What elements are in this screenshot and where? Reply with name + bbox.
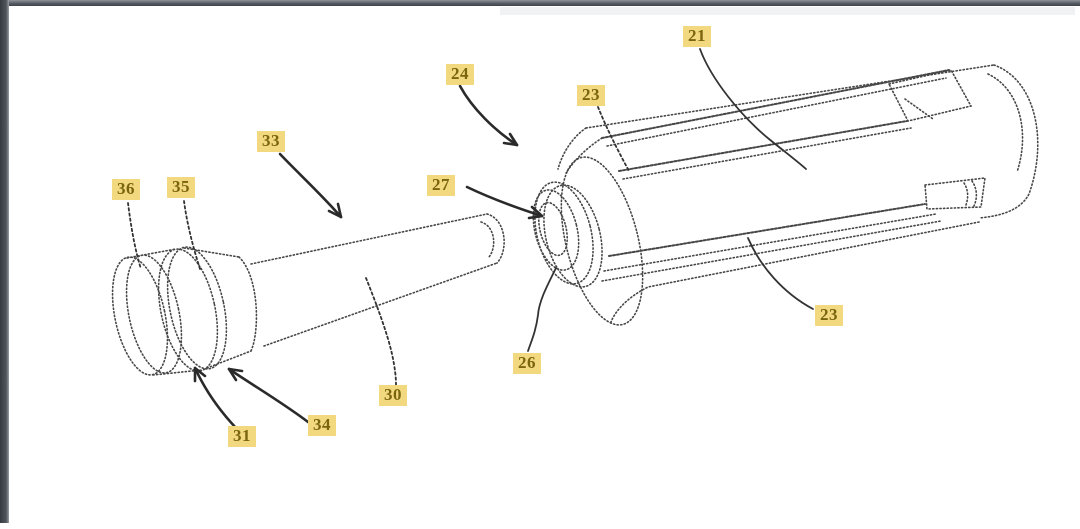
leader-26 [527,267,557,352]
leader-21 [699,48,807,170]
scan-artifact-band [500,7,1075,15]
leader-lines [127,48,814,386]
part-label-23-lower[interactable]: 23 [815,305,843,326]
part-label-23-upper[interactable]: 23 [577,85,605,106]
part-label-30[interactable]: 30 [379,385,407,406]
arrow-31 [193,366,238,430]
part-label-36[interactable]: 36 [112,179,140,200]
leader-35 [183,200,201,270]
cap-drawing [111,246,258,376]
arrow-24 [458,84,519,147]
nose-drawing [532,156,644,326]
arrow-34 [227,367,310,424]
leader-23-upper [597,106,630,172]
arrow-33 [278,152,343,219]
window-border-left [0,0,9,523]
leader-36 [127,202,142,270]
rod-drawing [250,213,505,347]
part-label-27[interactable]: 27 [427,175,455,196]
part-label-33[interactable]: 33 [257,131,285,152]
arrow-27 [465,185,544,220]
part-label-31[interactable]: 31 [228,426,256,447]
part-label-24[interactable]: 24 [446,64,474,85]
part-label-21[interactable]: 21 [683,26,711,47]
barrel-drawing [557,64,1039,323]
part-label-34[interactable]: 34 [308,415,336,436]
part-label-35[interactable]: 35 [167,177,195,198]
leader-23-lower [747,237,814,310]
leader-30 [365,277,397,386]
window-border-top [0,0,1080,6]
part-label-26[interactable]: 26 [513,353,541,374]
